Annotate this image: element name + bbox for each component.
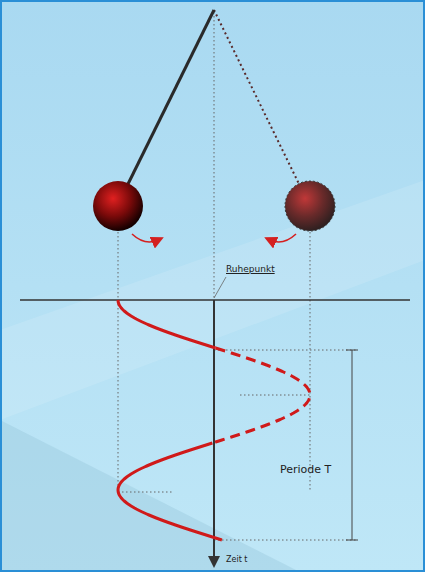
time-axis-arrow	[208, 556, 220, 568]
period-bracket	[346, 350, 358, 540]
sine-curve	[212, 348, 310, 443]
pendulum-bob-ghost	[285, 181, 335, 231]
motion-arrow	[132, 234, 158, 242]
rest-point-label: Ruhepunkt	[226, 264, 275, 275]
leader-line	[214, 277, 226, 298]
pendulum-rod	[128, 10, 214, 184]
sine-curve	[118, 300, 310, 540]
background-band	[0, 180, 425, 420]
sine-curve	[118, 443, 222, 540]
background-band	[0, 420, 300, 572]
pendulum-rod-ghost	[214, 10, 300, 186]
motion-arrow	[270, 234, 296, 242]
time-axis-label: Zeit t	[226, 555, 247, 565]
guide-lines	[118, 12, 356, 540]
pendulum-bob	[93, 181, 143, 231]
sine-curve	[118, 300, 216, 348]
time-axis	[213, 300, 215, 558]
period-label: Periode T	[280, 463, 331, 476]
